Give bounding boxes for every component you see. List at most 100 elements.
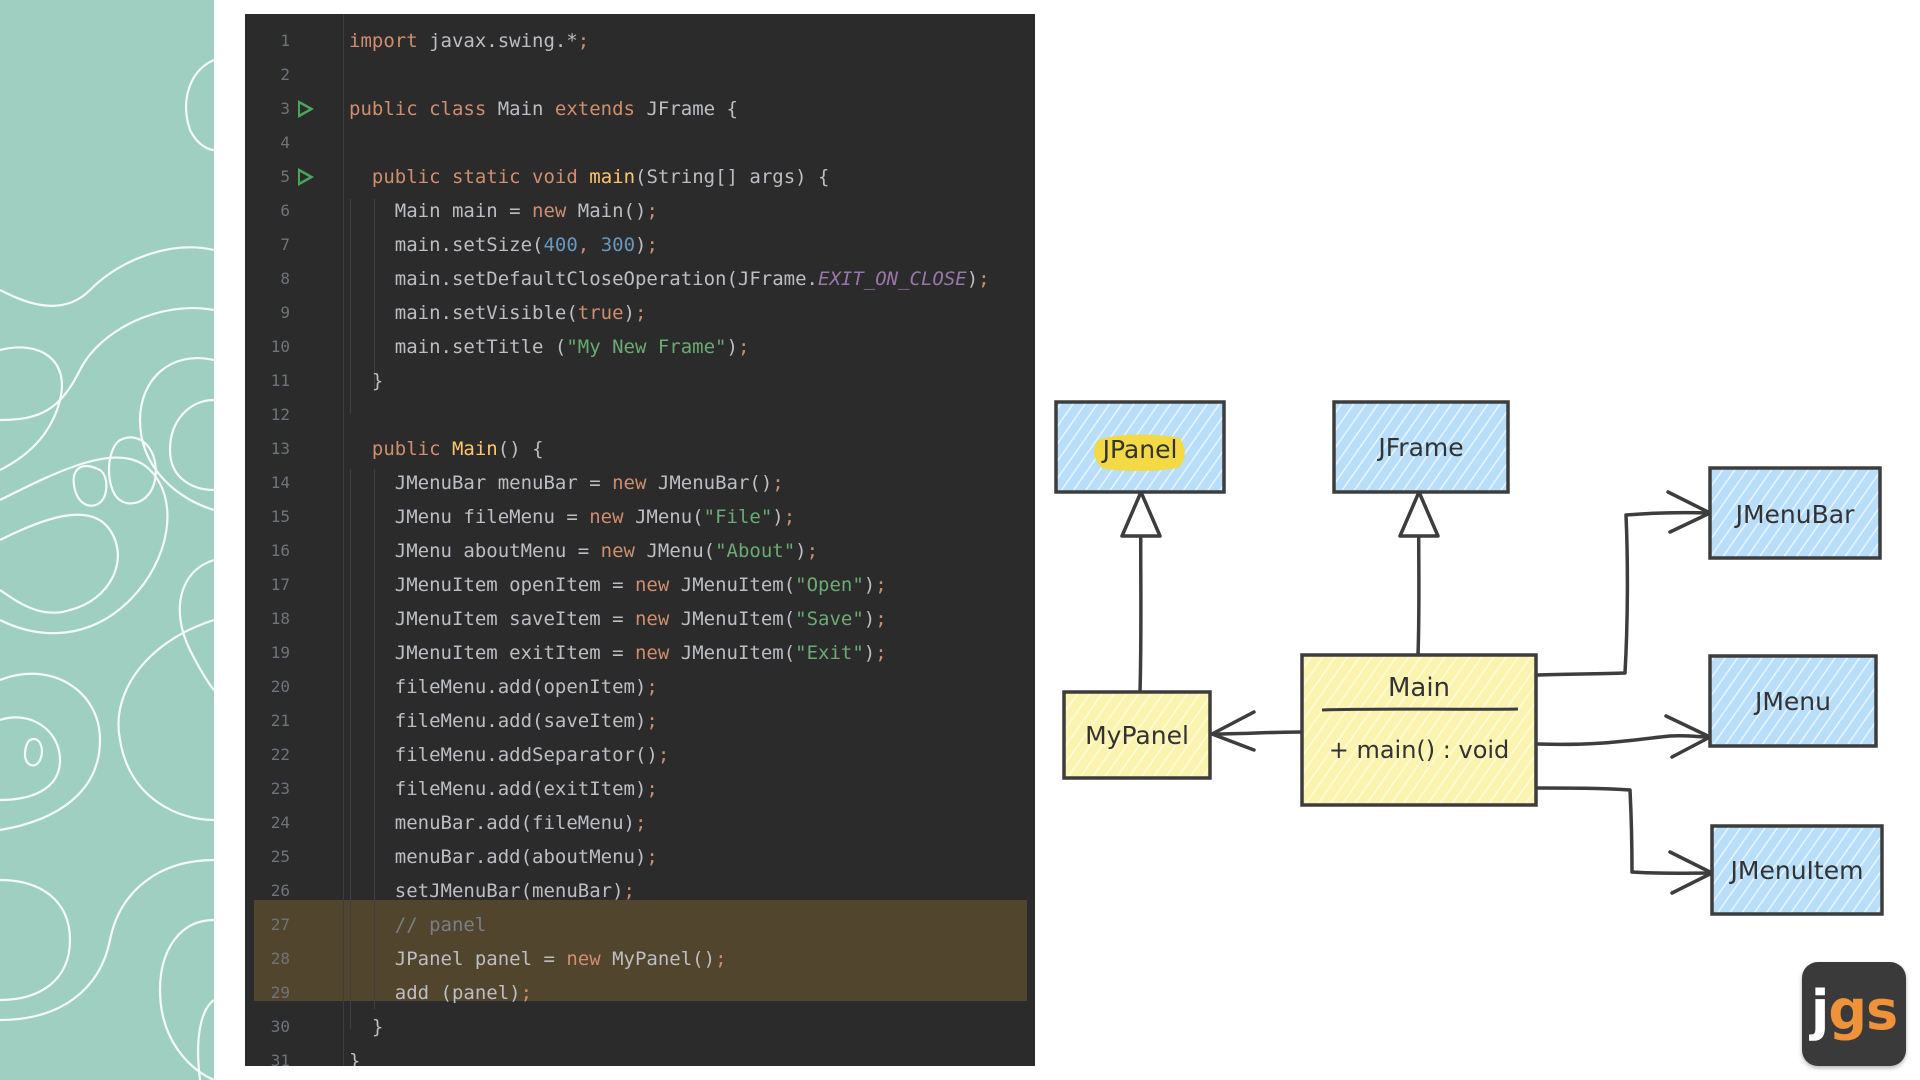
code-line[interactable]: 15 JMenu fileMenu = new JMenu("File"); — [245, 500, 1035, 534]
jmenubar-class: JMenuBar — [1708, 466, 1882, 560]
jmenu-label: JMenu — [1753, 687, 1831, 716]
line-number: 6 — [280, 201, 290, 220]
code-line[interactable]: 1 import javax.swing.*; — [245, 24, 1035, 58]
code-line[interactable]: 4 — [245, 126, 1035, 160]
line-number: 13 — [270, 439, 290, 458]
line-number: 17 — [270, 575, 290, 594]
code-line[interactable]: 3 public class Main extends JFrame { — [245, 92, 1035, 126]
code-line[interactable]: 31} — [245, 1044, 1035, 1066]
line-number: 22 — [270, 745, 290, 764]
code-text: setJMenuBar(menuBar); — [349, 880, 635, 902]
line-number: 21 — [270, 711, 290, 730]
logo-gs: gs — [1828, 979, 1898, 1042]
main-method-label: + main() : void — [1329, 736, 1510, 764]
line-number: 8 — [280, 269, 290, 288]
line-number: 10 — [270, 337, 290, 356]
code-line[interactable]: 14 JMenuBar menuBar = new JMenuBar(); — [245, 466, 1035, 500]
line-number: 1 — [280, 31, 290, 50]
code-text: JMenuItem saveItem = new JMenuItem("Save… — [349, 608, 887, 630]
main-title-label: Main — [1388, 673, 1450, 703]
code-line[interactable]: 21 fileMenu.add(saveItem); — [245, 704, 1035, 738]
code-text: JMenuItem exitItem = new JMenuItem("Exit… — [349, 642, 887, 664]
code-editor[interactable]: 1 import javax.swing.*; 2 3 public class Mai… — [245, 14, 1035, 1066]
line-number: 2 — [280, 65, 290, 84]
line-number: 19 — [270, 643, 290, 662]
code-line[interactable]: 8 main.setDefaultCloseOperation(JFrame.E… — [245, 262, 1035, 296]
line-number: 18 — [270, 609, 290, 628]
code-text: JPanel panel = new MyPanel(); — [349, 948, 727, 970]
code-line[interactable]: 16 JMenu aboutMenu = new JMenu("About"); — [245, 534, 1035, 568]
code-line[interactable]: 24 menuBar.add(fileMenu); — [245, 806, 1035, 840]
main-divider — [1321, 707, 1519, 712]
code-line[interactable]: 7 main.setSize(400, 300); — [245, 228, 1035, 262]
indent-guide — [374, 199, 375, 389]
line-number: 9 — [280, 303, 290, 322]
code-line[interactable]: 6 Main main = new Main(); — [245, 194, 1035, 228]
line-number: 27 — [270, 915, 290, 934]
code-text: main.setTitle ("My New Frame"); — [349, 336, 750, 358]
code-line[interactable]: 30 } — [245, 1010, 1035, 1044]
jmenu-class: JMenu — [1708, 654, 1878, 748]
code-text: public class Main extends JFrame { — [349, 98, 738, 120]
line-number: 24 — [270, 813, 290, 832]
jpanel-class: JPanel — [1054, 400, 1226, 494]
code-text: } — [349, 1016, 384, 1038]
line-number: 15 — [270, 507, 290, 526]
code-line[interactable]: 11 } — [245, 364, 1035, 398]
code-line[interactable]: 5 public static void main(String[] args)… — [245, 160, 1035, 194]
code-text: main.setSize(400, 300); — [349, 234, 658, 256]
mypanel-class: MyPanel — [1062, 690, 1212, 780]
indent-guide — [374, 469, 375, 1009]
code-line[interactable]: 25 menuBar.add(aboutMenu); — [245, 840, 1035, 874]
code-line[interactable]: 12 — [245, 398, 1035, 432]
code-line[interactable]: 18 JMenuItem saveItem = new JMenuItem("S… — [245, 602, 1035, 636]
jframe-class: JFrame — [1332, 400, 1510, 494]
line-number: 3 — [280, 99, 290, 118]
jpanel-highlight — [1093, 434, 1185, 471]
line-number: 20 — [270, 677, 290, 696]
code-text: JMenuBar menuBar = new JMenuBar(); — [349, 472, 784, 494]
code-text: menuBar.add(fileMenu); — [349, 812, 647, 834]
code-text: main.setVisible(true); — [349, 302, 647, 324]
mypanel-label: MyPanel — [1085, 721, 1189, 750]
jmenuitem-label: JMenuItem — [1729, 856, 1864, 885]
code-line[interactable]: 26 setJMenuBar(menuBar); — [245, 874, 1035, 908]
indent-guide — [350, 199, 351, 414]
code-line[interactable]: 29 add (panel); — [245, 976, 1035, 1010]
code-text: JMenuItem openItem = new JMenuItem("Open… — [349, 574, 887, 596]
main-to-jmenubar-line — [1536, 510, 1712, 677]
line-number: 12 — [270, 405, 290, 424]
code-line[interactable]: 20 fileMenu.add(openItem); — [245, 670, 1035, 704]
line-number: 14 — [270, 473, 290, 492]
code-text: import javax.swing.*; — [349, 30, 590, 52]
jpanel-label: JPanel — [1101, 435, 1178, 464]
jgs-logo: jgs — [1802, 962, 1906, 1066]
code-text: } — [349, 1050, 361, 1066]
jframe-label: JFrame — [1376, 433, 1463, 462]
gutter-divider — [343, 14, 344, 1066]
code-text: } — [349, 370, 384, 392]
code-line[interactable]: 27 // panel — [245, 908, 1035, 942]
code-line[interactable]: 23 fileMenu.add(exitItem); — [245, 772, 1035, 806]
code-line[interactable]: 9 main.setVisible(true); — [245, 296, 1035, 330]
logo-text: jgs — [1802, 976, 1906, 1046]
code-text: Main main = new Main(); — [349, 200, 658, 222]
line-number: 31 — [270, 1051, 290, 1066]
code-text: JMenu aboutMenu = new JMenu("About"); — [349, 540, 819, 562]
code-line[interactable]: 17 JMenuItem openItem = new JMenuItem("O… — [245, 568, 1035, 602]
code-line[interactable]: 28 JPanel panel = new MyPanel(); — [245, 942, 1035, 976]
line-number: 5 — [280, 167, 290, 186]
code-line[interactable]: 10 main.setTitle ("My New Frame"); — [245, 330, 1035, 364]
line-number: 25 — [270, 847, 290, 866]
run-gutter-icon[interactable] — [298, 100, 314, 118]
code-line[interactable]: 22 fileMenu.addSeparator(); — [245, 738, 1035, 772]
line-number: 16 — [270, 541, 290, 560]
code-line[interactable]: 2 — [245, 58, 1035, 92]
code-line[interactable]: 13 public Main() { — [245, 432, 1035, 466]
run-gutter-icon[interactable] — [298, 168, 314, 186]
code-text: JMenu fileMenu = new JMenu("File"); — [349, 506, 796, 528]
line-number: 29 — [270, 983, 290, 1002]
code-text: menuBar.add(aboutMenu); — [349, 846, 658, 868]
code-line[interactable]: 19 JMenuItem exitItem = new JMenuItem("E… — [245, 636, 1035, 670]
code-text: public Main() { — [371, 438, 544, 460]
